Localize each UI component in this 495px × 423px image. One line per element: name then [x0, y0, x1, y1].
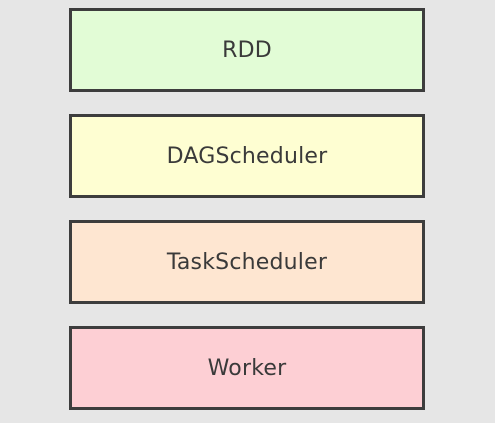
layer-worker: Worker — [69, 326, 425, 410]
layer-taskscheduler-label: TaskScheduler — [166, 249, 328, 275]
layer-dagscheduler-label: DAGScheduler — [166, 143, 328, 169]
layer-taskscheduler: TaskScheduler — [69, 220, 425, 304]
layer-dagscheduler: DAGScheduler — [69, 114, 425, 198]
layer-stack-diagram: RDD DAGScheduler TaskScheduler Worker — [69, 8, 425, 410]
layer-rdd: RDD — [69, 8, 425, 92]
layer-worker-label: Worker — [207, 355, 287, 381]
layer-rdd-label: RDD — [222, 37, 272, 63]
